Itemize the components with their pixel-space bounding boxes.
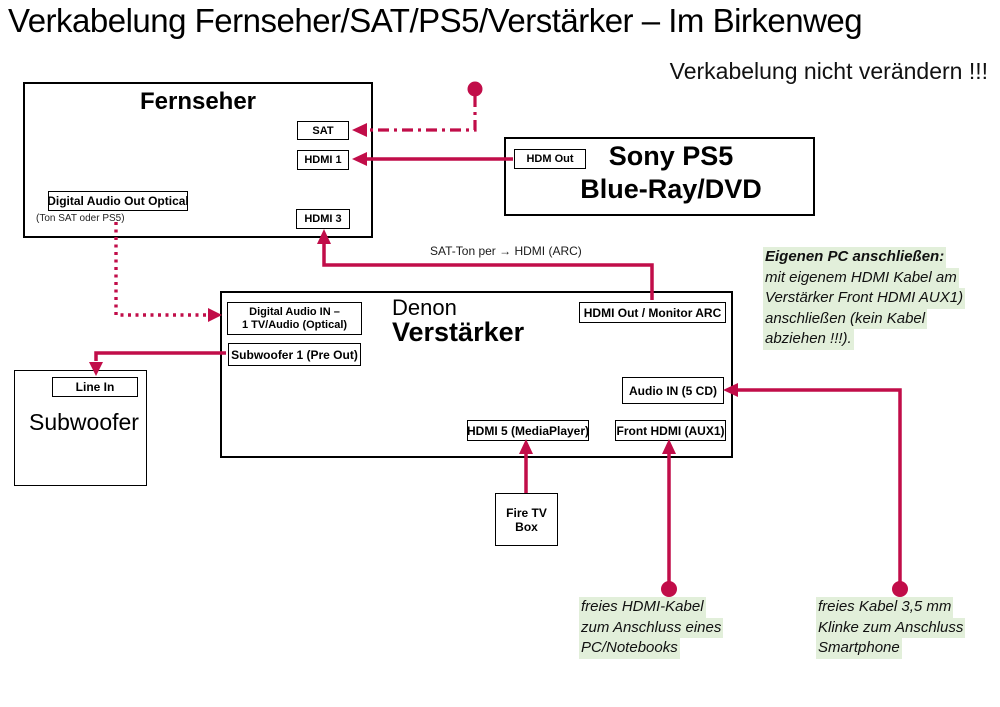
port-digital-audio-out-optical: Digital Audio Out Optical (47, 191, 189, 211)
port-digital-audio-in: Digital Audio IN – 1 TV/Audio (Optical) (227, 302, 362, 335)
sat-ton-arc-label: SAT-Ton per → HDMI (ARC) (430, 244, 582, 258)
port-line-in: Line In (52, 377, 138, 397)
note-pc-line: anschließen (kein Kabel (763, 308, 928, 329)
note-pc-anschliessen: Eigenen PC anschließen: mit eigenem HDMI… (763, 247, 966, 350)
note-pc-line: mit eigenem HDMI Kabel am (763, 267, 959, 288)
note-freies-hdmi-kabel: freies HDMI-Kabel zum Anschluss eines PC… (579, 597, 724, 659)
note-klinke-line: Smartphone (816, 638, 902, 659)
firetv-line1: Fire TV (506, 505, 547, 520)
firetv-box: Fire TV Box (495, 493, 558, 546)
note-pc-heading: Eigenen PC anschließen: (763, 247, 947, 268)
verstaerker-box: Digital Audio IN – 1 TV/Audio (Optical) … (220, 291, 733, 458)
verstaerker-title: Verstärker (392, 317, 525, 347)
note-hdmi-line: PC/Notebooks (579, 638, 680, 659)
port-hdmi5-mediaplayer: HDMI 5 (MediaPlayer) (467, 420, 589, 441)
ps5-title-line2: Blue-Ray/DVD (580, 174, 762, 204)
port-hdmi3: HDMI 3 (296, 209, 350, 229)
note-hdmi-line: zum Anschluss eines (579, 617, 724, 638)
page-title: Verkabelung Fernseher/SAT/PS5/Verstärker… (8, 2, 863, 39)
digital-audio-in-line1: Digital Audio IN – (249, 305, 340, 318)
digital-audio-in-line2: 1 TV/Audio (Optical) (241, 318, 348, 331)
note-freies-klinke-kabel: freies Kabel 3,5 mm Klinke zum Anschluss… (816, 597, 966, 659)
cable-free-hdmi-front (661, 439, 677, 597)
port-audio-in-5cd: Audio IN (5 CD) (622, 377, 724, 404)
note-pc-line: Verstärker Front HDMI AUX1) (763, 288, 966, 309)
cable-klinke-audioin (723, 383, 908, 597)
note-pc-line: abziehen !!!). (763, 329, 854, 350)
note-klinke-line: freies Kabel 3,5 mm (816, 597, 954, 618)
fernseher-box: Fernseher SAT HDMI 1 Digital Audio Out O… (23, 82, 373, 238)
ps5-title: Sony PS5 Blue-Ray/DVD (556, 140, 786, 206)
subwoofer-box: Line In Subwoofer (14, 370, 147, 486)
port-front-hdmi-aux1: Front HDMI (AUX1) (615, 420, 726, 441)
note-klinke-line: Klinke zum Anschluss (816, 617, 966, 638)
warning-text: Verkabelung nicht verändern !!! (669, 58, 988, 84)
note-hdmi-line: freies HDMI-Kabel (579, 597, 706, 618)
port-hdmi1: HDMI 1 (297, 150, 349, 170)
ps5-box: HDM Out Sony PS5 Blue-Ray/DVD (504, 137, 815, 216)
subwoofer-title: Subwoofer (29, 409, 139, 435)
firetv-line2: Box (515, 519, 538, 534)
cable-arc-hdmi3 (317, 229, 654, 300)
cable-ps5-hdmi1 (352, 152, 513, 166)
port-hdm-out: HDM Out (514, 149, 586, 169)
ps5-title-line1: Sony PS5 (608, 141, 734, 171)
optical-port-note: (Ton SAT oder PS5) (36, 213, 125, 224)
port-subwoofer-pre-out: Subwoofer 1 (Pre Out) (228, 343, 361, 366)
port-sat: SAT (297, 121, 349, 140)
fernseher-title: Fernseher (139, 88, 257, 115)
port-hdmi-out-monitor-arc: HDMI Out / Monitor ARC (579, 302, 726, 323)
